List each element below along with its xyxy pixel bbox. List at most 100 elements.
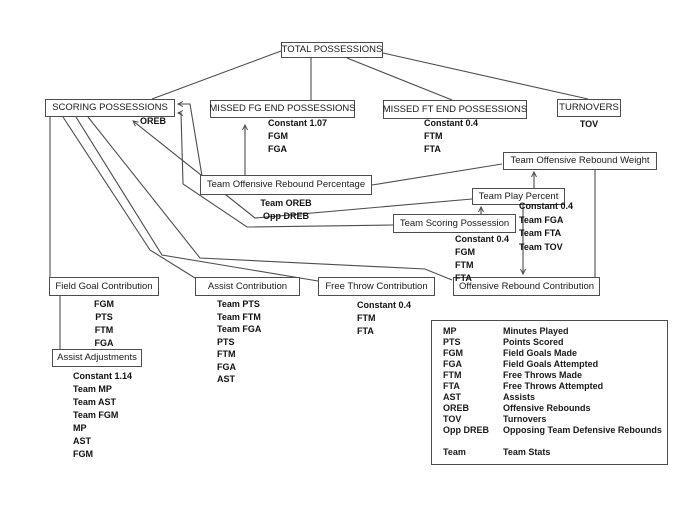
legend-desc: Assists [503, 392, 536, 402]
node-team-play-percent: Team Play Percent [472, 188, 565, 205]
stat-item: Team PTS [217, 299, 260, 309]
stat-item: FTM [455, 260, 474, 270]
edge-torp-to-scoring [178, 104, 203, 177]
stat-item: FGM [455, 247, 475, 257]
legend-row: Opp DREB Opposing Team Defensive Rebounds [432, 425, 667, 436]
legend-desc: Field Goals Attempted [503, 359, 599, 369]
stat-item: Team AST [73, 397, 117, 407]
legend-desc: Free Throws Attempted [503, 381, 604, 391]
turnovers-inputs: TOV [557, 118, 621, 131]
stat-item: FTM [357, 313, 376, 323]
oreb-edge-label: OREB [140, 116, 167, 126]
node-field-goal-contribution: Field Goal Contribution [49, 277, 159, 296]
node-team-offensive-rebound-percentage: Team Offensive Rebound Percentage [200, 175, 372, 195]
ftc-inputs: Constant 0.4 FTM FTA [357, 299, 411, 338]
edge-total-to-missedft [346, 57, 453, 101]
legend-desc: Team Stats [503, 447, 551, 457]
stat-item: AST [217, 374, 235, 384]
stat-item: TOV [579, 119, 599, 129]
tsp-inputs: Constant 0.4 FGM FTM FTA [455, 233, 509, 285]
stat-item: FTA [455, 273, 472, 283]
node-team-offensive-rebound-weight: Team Offensive Rebound Weight [503, 152, 657, 170]
stat-item: Constant 0.4 [455, 234, 510, 244]
stat-item: FGM [268, 131, 288, 141]
stat-item: FTM [424, 131, 443, 141]
legend-spacer [432, 436, 667, 447]
stat-item: Constant 0.4 [424, 118, 479, 128]
stat-item: Team FTA [519, 228, 562, 238]
stat-item: PTS [95, 312, 113, 322]
legend-desc: Minutes Played [503, 326, 569, 336]
ac-inputs: Team PTS Team FTM Team FGA PTS FTM FGA A… [217, 298, 261, 386]
torp-inputs: Team OREB Opp DREB [200, 197, 372, 222]
missed-ft-inputs: Constant 0.4 FTM FTA [424, 117, 478, 156]
node-assist-contribution: Assist Contribution [195, 277, 300, 296]
stat-item: FGA [268, 144, 287, 154]
node-assist-adjustments: Assist Adjustments [52, 349, 142, 367]
legend-row: OREB Offensive Rebounds [432, 403, 667, 414]
stat-item: FGM [94, 299, 114, 309]
stat-item: Team FTM [217, 311, 261, 322]
tpp-inputs: Constant 0.4 Team FGA Team FTA Team TOV [519, 200, 573, 254]
legend-desc: Turnovers [503, 414, 547, 424]
stat-item: Team FGM [73, 410, 119, 420]
stat-item: Constant 1.07 [268, 118, 328, 128]
stat-item: Team FGA [519, 214, 564, 225]
stat-item: AST [73, 436, 91, 446]
legend-row: FGM Field Goals Made [432, 348, 667, 359]
stat-item: MP [73, 423, 87, 433]
stat-item: FTA [357, 326, 374, 336]
legend-desc: Field Goals Made [503, 348, 578, 358]
legend-desc: Offensive Rebounds [503, 403, 591, 413]
node-free-throw-contribution: Free Throw Contribution [318, 277, 435, 296]
stat-item: FTA [424, 144, 441, 154]
legend-abbr: AST [443, 392, 461, 402]
node-scoring-possessions: SCORING POSSESSIONS [45, 99, 175, 117]
stat-item: FTM [94, 325, 114, 335]
stat-item: FGA [94, 338, 114, 348]
legend-row: MP Minutes Played [432, 326, 667, 337]
stat-item: Team TOV [519, 241, 563, 252]
legend-desc: Points Scored [503, 337, 564, 347]
legend-box: MP Minutes Played PTS Points Scored FGM Fie… [431, 320, 668, 465]
stat-item: Team MP [73, 384, 112, 394]
node-missed-ft-end-possessions: MISSED FT END POSSESSIONS [383, 100, 527, 119]
aa-inputs: Constant 1.14 Team MP Team AST Team FGM … [73, 370, 132, 461]
node-turnovers: TURNOVERS [557, 99, 621, 117]
legend-row: AST Assists [432, 392, 667, 403]
legend-team-row: Team Team Stats [432, 447, 667, 458]
stat-item: Team FGA [217, 324, 262, 334]
legend-abbr: FGA [443, 359, 462, 369]
legend-abbr: PTS [443, 337, 461, 347]
stat-item: PTS [217, 336, 235, 347]
missed-fg-inputs: Constant 1.07 FGM FGA [268, 117, 327, 156]
legend-abbr: FTM [443, 370, 462, 380]
fgc-inputs: FGM PTS FTM FGA [49, 298, 159, 350]
node-missed-fg-end-possessions: MISSED FG END POSSESSIONS [209, 100, 356, 118]
legend-abbr: Opp DREB [443, 425, 489, 435]
edge-scoring-to-orc [87, 116, 453, 281]
legend-row: FTM Free Throws Made [432, 370, 667, 381]
stat-item: Constant 1.14 [73, 371, 133, 381]
legend-desc: Free Throws Made [503, 370, 583, 380]
edge-tsp-to-scoring [178, 113, 394, 228]
legend-abbr: OREB [443, 403, 470, 413]
legend-row: PTS Points Scored [432, 337, 667, 348]
node-total-possessions: TOTAL POSSESSIONS [281, 42, 383, 58]
edge-torp-to-torw [371, 163, 503, 186]
legend-abbr: Team [443, 447, 466, 457]
edge-oreb-to-scoring [133, 121, 473, 219]
stat-item: FGA [217, 361, 236, 372]
legend-desc: Opposing Team Defensive Rebounds [503, 425, 662, 435]
stat-item: Team OREB [260, 198, 312, 208]
stat-item: Opp DREB [263, 210, 309, 221]
legend-abbr: FGM [443, 348, 463, 358]
edge-total-to-turnovers [382, 52, 589, 100]
stat-item: FTM [217, 349, 236, 359]
legend-abbr: MP [443, 326, 457, 336]
stat-item: Constant 0.4 [357, 300, 412, 310]
legend-abbr: FTA [443, 381, 460, 391]
